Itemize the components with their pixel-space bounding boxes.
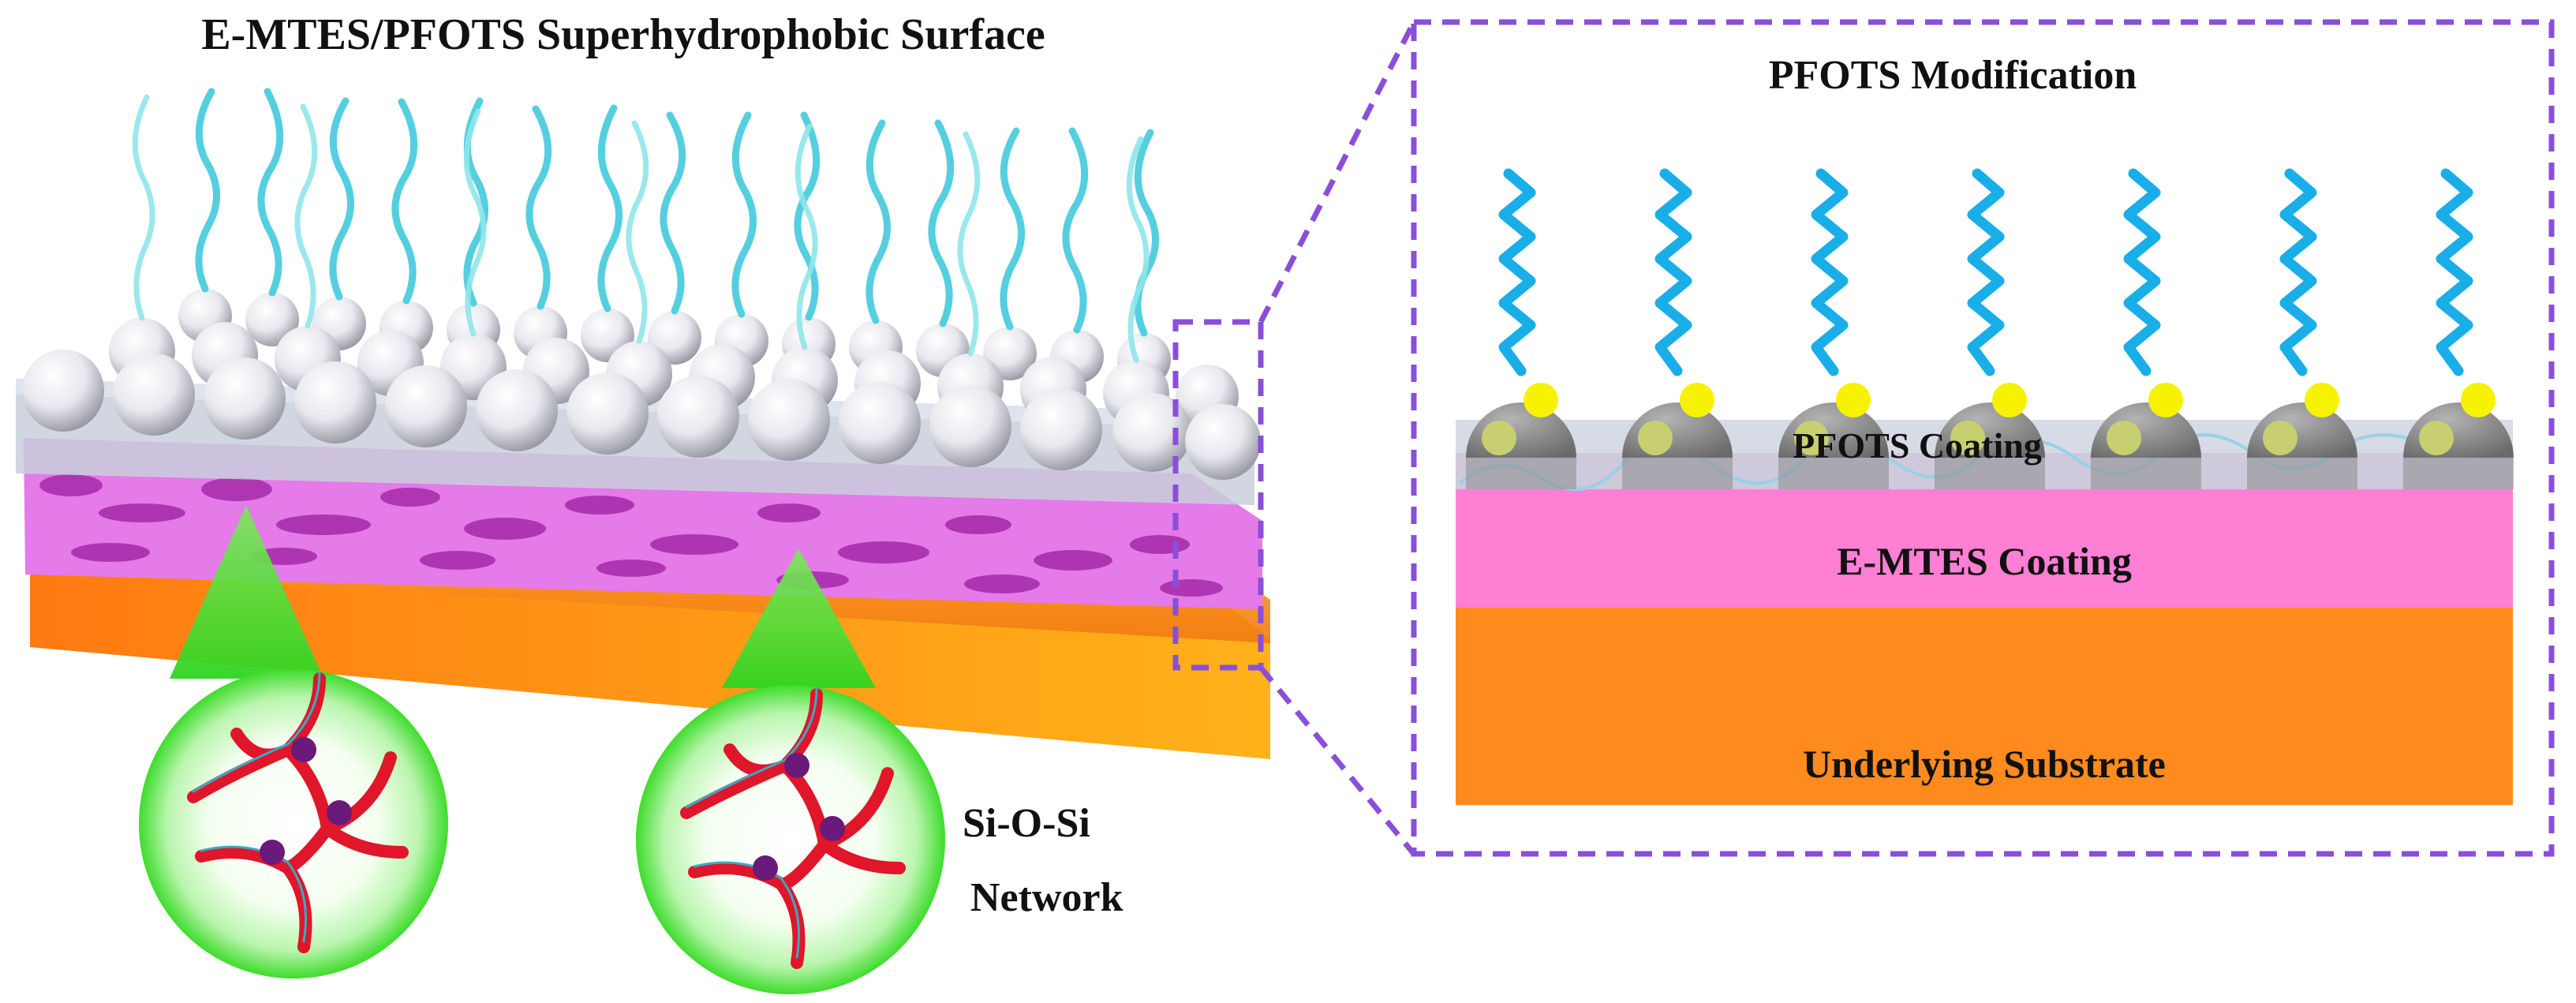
inset-emtes-label: E-MTES Coating — [1837, 539, 2132, 583]
network-bubble-1 — [139, 669, 448, 979]
pfots-chains-front — [132, 94, 1150, 363]
inset-pfots-chains — [1498, 168, 2473, 376]
network-label-line1: Si-O-Si — [963, 801, 1090, 846]
inset-particles — [1466, 383, 2514, 489]
cross-section-inset: PFOTS Modification Underlying Substrate … — [1411, 19, 2555, 857]
layered-surface-illustration — [16, 88, 1270, 759]
inset-particle — [1466, 383, 1576, 489]
inset-particle — [2247, 383, 2357, 489]
inset-particle — [1935, 383, 2045, 489]
pfots-chains — [195, 88, 1159, 337]
siloxane-nodes-2 — [753, 753, 845, 881]
inset-particle — [1622, 383, 1733, 489]
figure-title: E-MTES/PFOTS Superhydrophobic Surface — [201, 10, 1045, 59]
siloxane-nodes-1 — [260, 737, 352, 865]
magnifier-cone-1 — [170, 505, 323, 679]
inset-emtes-layer — [1456, 489, 2513, 608]
inset-substrate-layer — [1456, 608, 2513, 805]
network-label-line2: Network — [970, 875, 1123, 920]
network-bonds-1-outline — [192, 672, 321, 943]
zoom-selection-box — [1172, 319, 1264, 671]
foam-pores — [39, 474, 1223, 597]
zoom-connector-bottom — [1258, 665, 1416, 856]
inset-title: PFOTS Modification — [1769, 53, 2137, 98]
network-magnifier-1 — [139, 505, 448, 979]
network-bubble-2 — [636, 685, 945, 994]
network-magnifier-2 — [636, 548, 945, 994]
inset-pfots-label: PFOTS Coating — [1793, 425, 2042, 466]
silica-particles — [22, 289, 1261, 480]
inset-particle — [2091, 383, 2201, 489]
magnifier-cone-2 — [722, 548, 876, 688]
zoom-connector-top — [1258, 21, 1417, 324]
network-bonds-2-outline — [685, 687, 818, 959]
inset-particle — [1778, 383, 1889, 489]
inset-particle — [2403, 383, 2514, 489]
inset-substrate-label: Underlying Substrate — [1803, 742, 2166, 786]
